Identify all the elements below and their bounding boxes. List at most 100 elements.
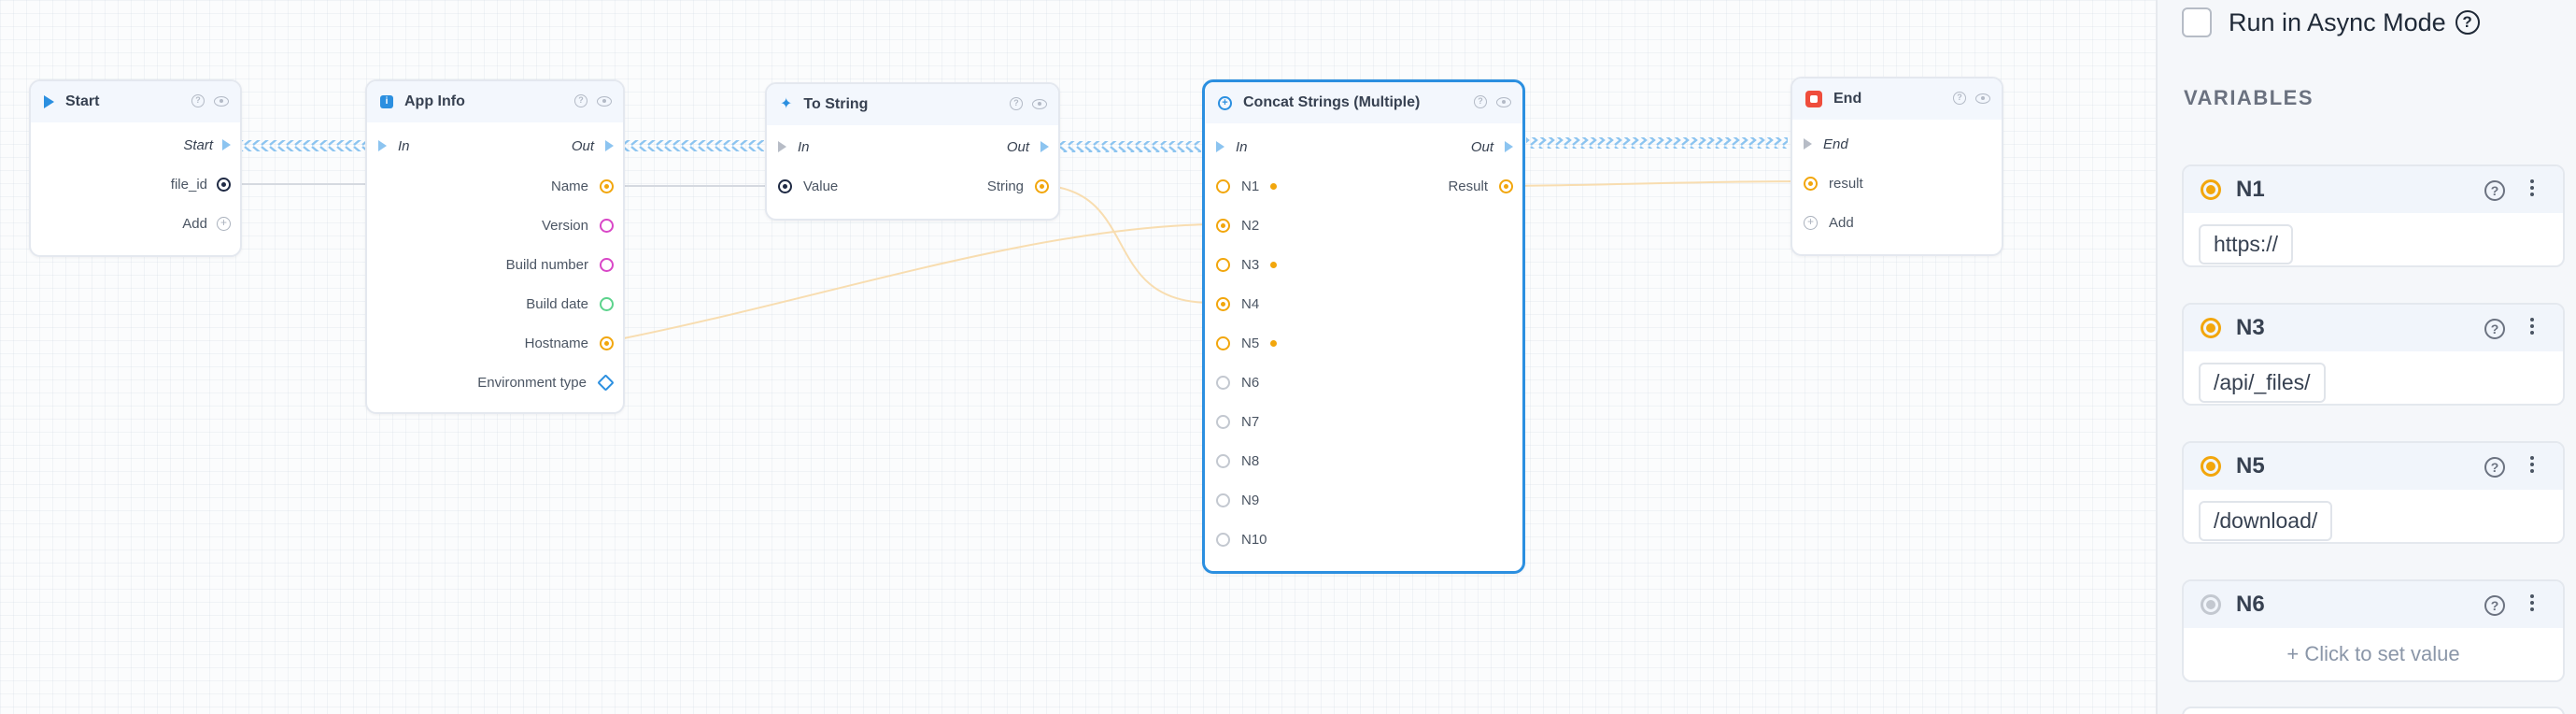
variable-name: N3 — [2236, 315, 2265, 340]
output-label: Out — [571, 137, 594, 154]
flow-edge-start-appinfo[interactable] — [237, 140, 366, 151]
add-circle-icon[interactable]: + — [1804, 215, 1818, 230]
output-label: Out — [1470, 138, 1493, 155]
variable-card: N1 ? https:// — [2182, 164, 2565, 267]
variable-card: N5 ? /download/ — [2182, 441, 2565, 544]
n6-port[interactable] — [1216, 375, 1230, 390]
output-label: file_id — [170, 176, 207, 193]
port-icon — [2201, 318, 2221, 338]
variable-name: N5 — [2236, 453, 2265, 478]
has-value-dot — [1270, 261, 1278, 268]
field-label: Name — [550, 178, 588, 194]
node-end[interactable]: End ? End result + Add — [1790, 77, 2003, 256]
file-id-port[interactable] — [217, 177, 231, 192]
eye-icon[interactable] — [1496, 97, 1511, 107]
n1-port[interactable] — [1216, 178, 1230, 193]
string-port[interactable] — [1035, 178, 1049, 193]
node-title: To String — [803, 96, 869, 112]
help-icon[interactable]: ? — [2484, 595, 2505, 616]
flow-in-port[interactable] — [378, 140, 387, 151]
help-icon[interactable]: ? — [191, 94, 205, 107]
node-concat-strings[interactable]: + Concat Strings (Multiple) ? In Out Res… — [1202, 79, 1525, 574]
n2-port[interactable] — [1216, 218, 1230, 233]
result-port[interactable] — [1804, 176, 1818, 191]
help-icon[interactable]: ? — [2484, 319, 2505, 339]
info-badge-icon: i — [380, 95, 393, 108]
n5-port[interactable] — [1216, 336, 1230, 350]
help-icon[interactable]: ? — [574, 94, 587, 107]
help-icon[interactable]: ? — [1953, 92, 1966, 105]
node-to-string[interactable]: ✦ To String ? In Out Value String — [765, 82, 1060, 221]
data-edge-result-end[interactable] — [1508, 180, 1809, 187]
async-mode-checkbox[interactable] — [2182, 7, 2212, 37]
output-label: Out — [1006, 138, 1029, 155]
eye-icon[interactable] — [214, 96, 229, 107]
data-edge-string-n4[interactable] — [1049, 185, 1211, 304]
eye-icon[interactable] — [1032, 99, 1047, 109]
flow-out-port[interactable] — [605, 140, 614, 151]
add-label: Add — [182, 215, 207, 232]
flow-in-port[interactable] — [1804, 138, 1812, 150]
node-start[interactable]: Start ? Start file_id Add + — [29, 79, 242, 257]
more-vertical-icon[interactable] — [2529, 179, 2535, 196]
add-circle-icon[interactable]: + — [217, 216, 231, 231]
value-port[interactable] — [778, 178, 792, 193]
n8-port[interactable] — [1216, 453, 1230, 468]
node-title: End — [1833, 91, 1862, 107]
field-label: Build number — [505, 256, 588, 273]
async-mode-label: Run in Async Mode — [2229, 7, 2446, 36]
port-icon — [2201, 179, 2221, 200]
data-edge-hostname-n2[interactable] — [614, 223, 1211, 341]
flow-edge-tostring-concat[interactable] — [1059, 141, 1201, 152]
build-number-port[interactable] — [600, 257, 614, 272]
has-value-dot — [1270, 339, 1278, 347]
flow-out-port[interactable] — [1040, 141, 1049, 152]
node-title: Start — [65, 93, 100, 109]
eye-icon[interactable] — [1975, 93, 1990, 104]
input-n-label: N8 — [1241, 452, 1260, 469]
field-label: Build date — [526, 295, 588, 312]
help-icon[interactable]: ? — [1010, 97, 1023, 110]
n10-port[interactable] — [1216, 532, 1230, 547]
flow-out-port[interactable] — [222, 139, 231, 150]
input-label: In — [398, 137, 410, 154]
set-value-button[interactable]: + Click to set value — [2286, 642, 2460, 665]
port-icon — [2201, 594, 2221, 615]
input-n-label: N9 — [1241, 492, 1260, 508]
more-vertical-icon[interactable] — [2529, 594, 2535, 611]
flow-output-label: Start — [183, 136, 213, 153]
flow-edge-concat-end[interactable] — [1526, 137, 1788, 149]
help-icon[interactable]: ? — [2484, 457, 2505, 478]
variable-value[interactable]: https:// — [2199, 224, 2294, 264]
n7-port[interactable] — [1216, 414, 1230, 429]
flow-in-port[interactable] — [778, 141, 786, 152]
variable-value[interactable]: /download/ — [2199, 501, 2333, 541]
input-label: In — [1236, 138, 1248, 155]
help-icon[interactable]: ? — [1474, 95, 1487, 108]
variable-value[interactable]: /api/_files/ — [2199, 363, 2326, 403]
name-port[interactable] — [600, 178, 614, 193]
eye-icon[interactable] — [597, 96, 612, 107]
more-vertical-icon[interactable] — [2529, 318, 2535, 335]
environment-type-port[interactable] — [597, 373, 615, 392]
version-port[interactable] — [600, 218, 614, 233]
n4-port[interactable] — [1216, 296, 1230, 311]
n3-port[interactable] — [1216, 257, 1230, 272]
edges-layer — [228, 137, 1809, 341]
stop-square-icon — [1805, 91, 1822, 107]
input-n-label: N1 — [1241, 178, 1260, 194]
result-port[interactable] — [1499, 178, 1513, 193]
n9-port[interactable] — [1216, 493, 1230, 507]
build-date-port[interactable] — [600, 296, 614, 311]
flow-in-port[interactable] — [1216, 141, 1224, 152]
flow-edge-appinfo-tostring[interactable] — [624, 140, 764, 151]
flow-canvas[interactable]: Start ? Start file_id Add + i App Info ? — [0, 0, 2156, 714]
port-icon — [2201, 456, 2221, 477]
flow-out-port[interactable] — [1505, 141, 1513, 152]
help-icon[interactable]: ? — [2455, 10, 2480, 35]
more-vertical-icon[interactable] — [2529, 456, 2535, 473]
hostname-port[interactable] — [600, 336, 614, 350]
help-icon[interactable]: ? — [2484, 180, 2505, 201]
node-app-info[interactable]: i App Info ? In Out Name Version Build n… — [365, 79, 625, 414]
variable-name: N1 — [2236, 177, 2265, 202]
